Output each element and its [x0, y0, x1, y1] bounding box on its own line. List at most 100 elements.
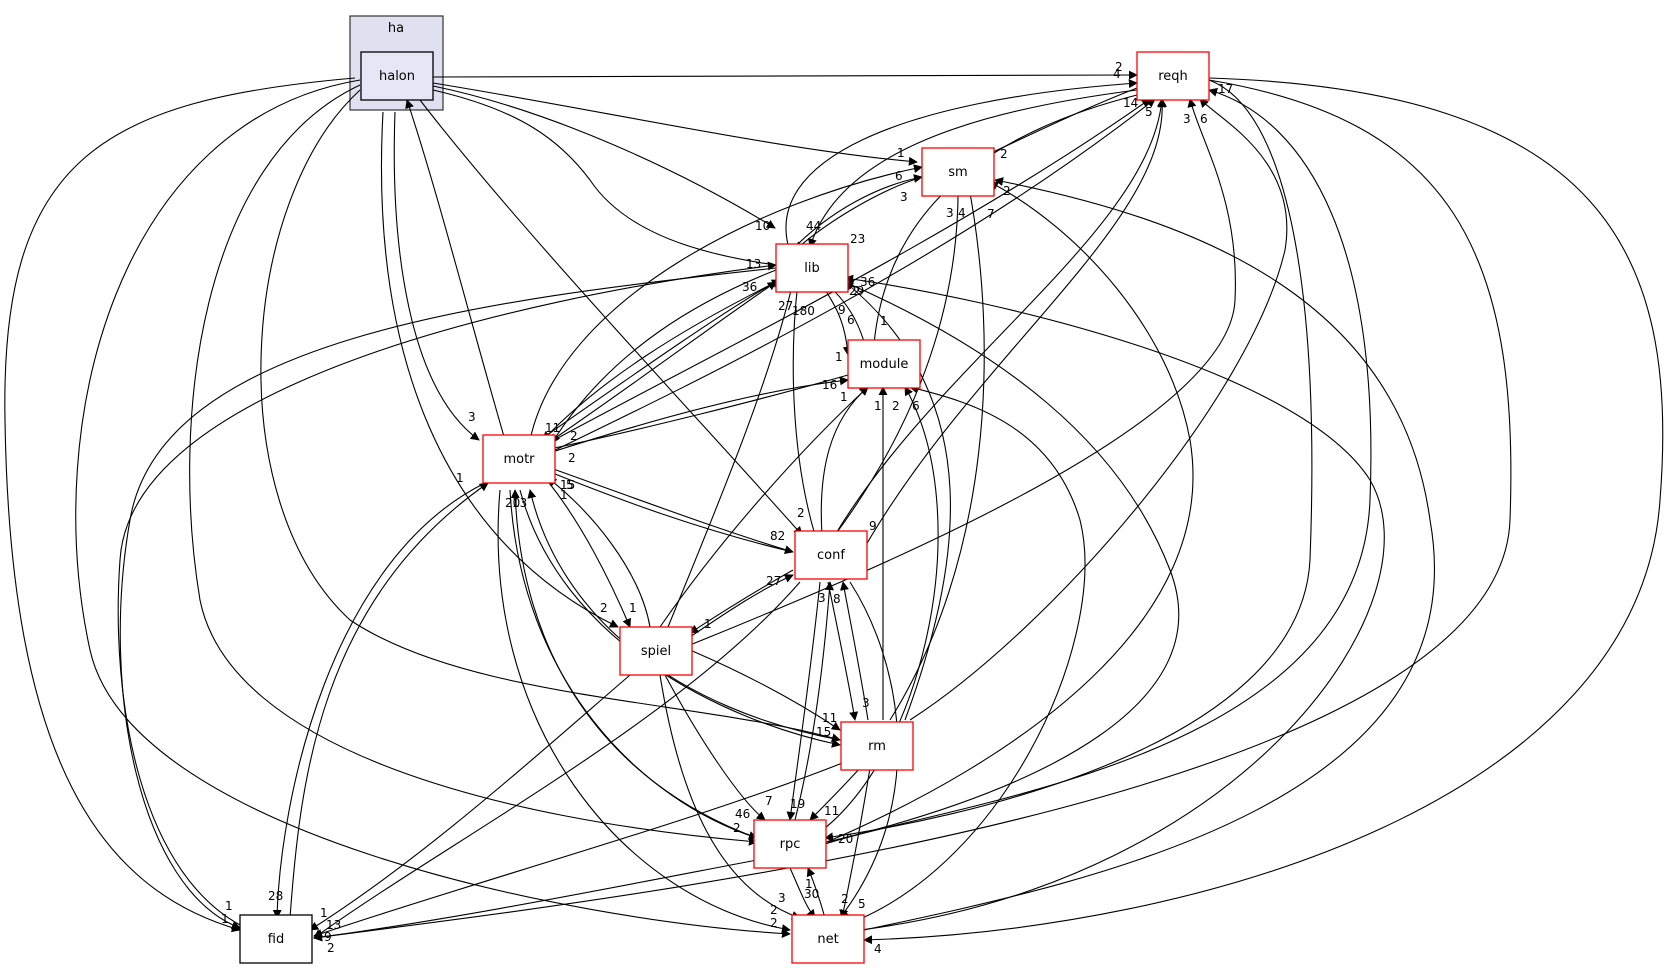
edge-label: 3 [468, 410, 476, 424]
edge-label: 13 [512, 496, 527, 510]
edge-rm-sm [889, 181, 985, 721]
edge-label: 27 [778, 299, 793, 313]
edge-rpc-module [799, 386, 939, 846]
edge-rm-lib [844, 281, 951, 721]
edge-lib-module [819, 281, 852, 356]
edge-spiel-fid [309, 674, 631, 931]
edge-label: 1 [456, 471, 464, 485]
node-conf-label: conf [817, 548, 845, 563]
edge-conf-reqh-2 [865, 98, 1168, 546]
node-module[interactable]: module [847, 339, 921, 389]
edge-rpc-fid [313, 859, 758, 942]
edge-halon-rm [260, 89, 841, 743]
edge-label: 13 [746, 257, 761, 271]
node-fid[interactable]: fid [239, 914, 313, 964]
edge-motr-lib [544, 281, 777, 446]
edge-label: 36 [742, 280, 757, 294]
edge-rm-net [839, 767, 871, 919]
edge-label: 1 [221, 912, 229, 926]
edge-label: 9 [838, 303, 846, 317]
edge-label: 4 [1113, 67, 1121, 81]
cluster-ha-label: ha [388, 21, 404, 36]
node-sm[interactable]: sm [921, 147, 995, 197]
edge-label: 16 [822, 378, 837, 392]
edge-labels-layer: 2 4 14 5 3 6 17 1 6 2 3 23 3 4 2 7 10 44… [221, 60, 1233, 956]
edge-conf-reqh [834, 98, 1166, 536]
edge-spiel-lib [667, 281, 796, 628]
node-rm[interactable]: rm [840, 721, 914, 771]
edge-label: 3 [1183, 112, 1191, 126]
node-halon[interactable]: halon [360, 51, 434, 101]
edge-label: 2 [568, 451, 576, 465]
edge-halon-net [75, 79, 791, 938]
edge-spiel-module [659, 386, 869, 628]
edge-label: 2 [327, 941, 335, 955]
edge-label: 11 [824, 804, 839, 818]
edge-label: 9 [324, 930, 332, 944]
node-reqh-label: reqh [1158, 69, 1188, 84]
edge-halon-rpc [189, 84, 758, 846]
edge-motr-conf [544, 465, 794, 554]
edge-label: 11 [822, 711, 837, 725]
node-rpc[interactable]: rpc [753, 819, 827, 869]
node-lib[interactable]: lib [775, 243, 849, 293]
edge-label: 2 [1000, 147, 1008, 161]
edges-layer [4, 70, 1664, 945]
edge-label: 2 [770, 916, 778, 930]
edge-rpc-sm [819, 181, 1194, 846]
edge-label: 6 [912, 399, 920, 413]
edge-label: 10 [755, 219, 770, 233]
edge-halon-lib [432, 85, 776, 229]
edge-fid-motr [289, 482, 489, 919]
edge-spiel-net [659, 674, 801, 920]
edge-label: 14 [1123, 96, 1138, 110]
edge-rm-conf [840, 581, 869, 721]
node-motr[interactable]: motr [482, 434, 556, 484]
edge-label: 20 [838, 832, 853, 846]
node-net[interactable]: net [791, 914, 865, 964]
edge-spiel-motr [547, 477, 651, 628]
edge-label: 3 [862, 696, 870, 710]
edge-motr-halon [405, 99, 506, 441]
edge-halon-sm [432, 82, 918, 166]
edge-label: 2 [733, 821, 741, 835]
node-sm-label: sm [948, 165, 967, 180]
edge-label: 6 [1200, 112, 1208, 126]
edge-label: 20 [505, 496, 520, 510]
edge-label: 1 [897, 146, 905, 160]
edge-net-lib [844, 274, 1385, 931]
node-spiel[interactable]: spiel [619, 626, 693, 676]
node-motr-label: motr [503, 452, 535, 467]
edge-net-sm [863, 177, 1436, 931]
edge-reqh-sm [981, 87, 1138, 158]
edge-label: 1 [629, 601, 637, 615]
edge-lib-sm [789, 174, 923, 253]
edge-rpc-conf [794, 581, 834, 821]
edge-rm-rpc [809, 767, 861, 821]
edge-reqh-rpc [824, 79, 1313, 842]
edge-lib-motr [542, 281, 777, 441]
edge-label: 11 [545, 421, 560, 435]
node-conf[interactable]: conf [794, 530, 868, 580]
edge-halon-conf [419, 99, 803, 536]
edge-label: 28 [268, 889, 283, 903]
edge-motr-spiel [544, 477, 631, 628]
edge-label: 27 [766, 574, 781, 588]
edge-label: 8 [833, 592, 841, 606]
edge-label: 1 [320, 906, 328, 920]
edge-label: 5 [1145, 105, 1153, 119]
edge-lib-motr-b [551, 269, 777, 444]
edge-conf-fid [313, 581, 801, 939]
edge-reqh-lib [808, 89, 1138, 248]
edge-conf-rpc [786, 581, 821, 821]
edge-label: 4 [874, 942, 882, 956]
edge-label: 13 [326, 918, 341, 932]
edge-label: 15 [816, 725, 831, 739]
edge-label: 30 [804, 887, 819, 901]
edge-label: 1 [225, 899, 233, 913]
edge-label: 5 [858, 897, 866, 911]
node-reqh[interactable]: reqh [1136, 51, 1210, 101]
edge-label: 2 [770, 903, 778, 917]
edge-label: 1 [704, 617, 712, 631]
edge-label: 5 [566, 478, 574, 492]
